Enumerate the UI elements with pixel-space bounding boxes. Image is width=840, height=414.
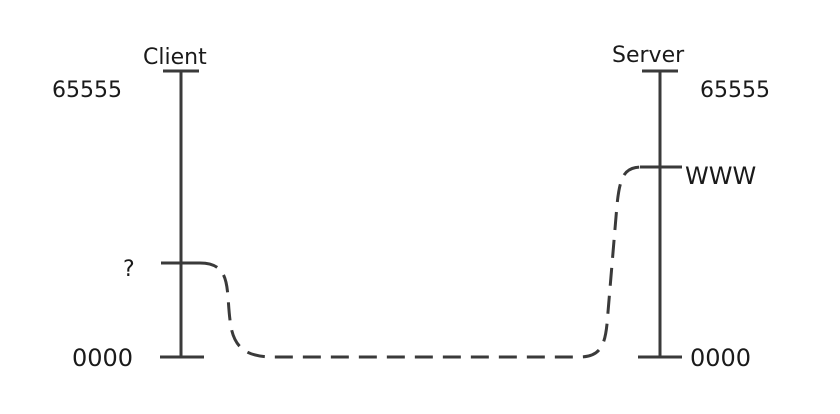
server-title: Server (612, 43, 685, 68)
server-mid-label: WWW (685, 162, 756, 190)
client-top-label: 65555 (52, 78, 122, 103)
client-axis: Client 65555 ? 0000 (52, 45, 207, 372)
client-title: Client (143, 45, 207, 70)
server-top-label: 65555 (700, 78, 770, 103)
client-bottom-label: 0000 (72, 344, 133, 372)
connection-path (199, 165, 643, 359)
server-axis: Server 65555 WWW 0000 (612, 43, 770, 372)
server-bottom-label: 0000 (690, 344, 751, 372)
client-mid-label: ? (123, 257, 135, 282)
